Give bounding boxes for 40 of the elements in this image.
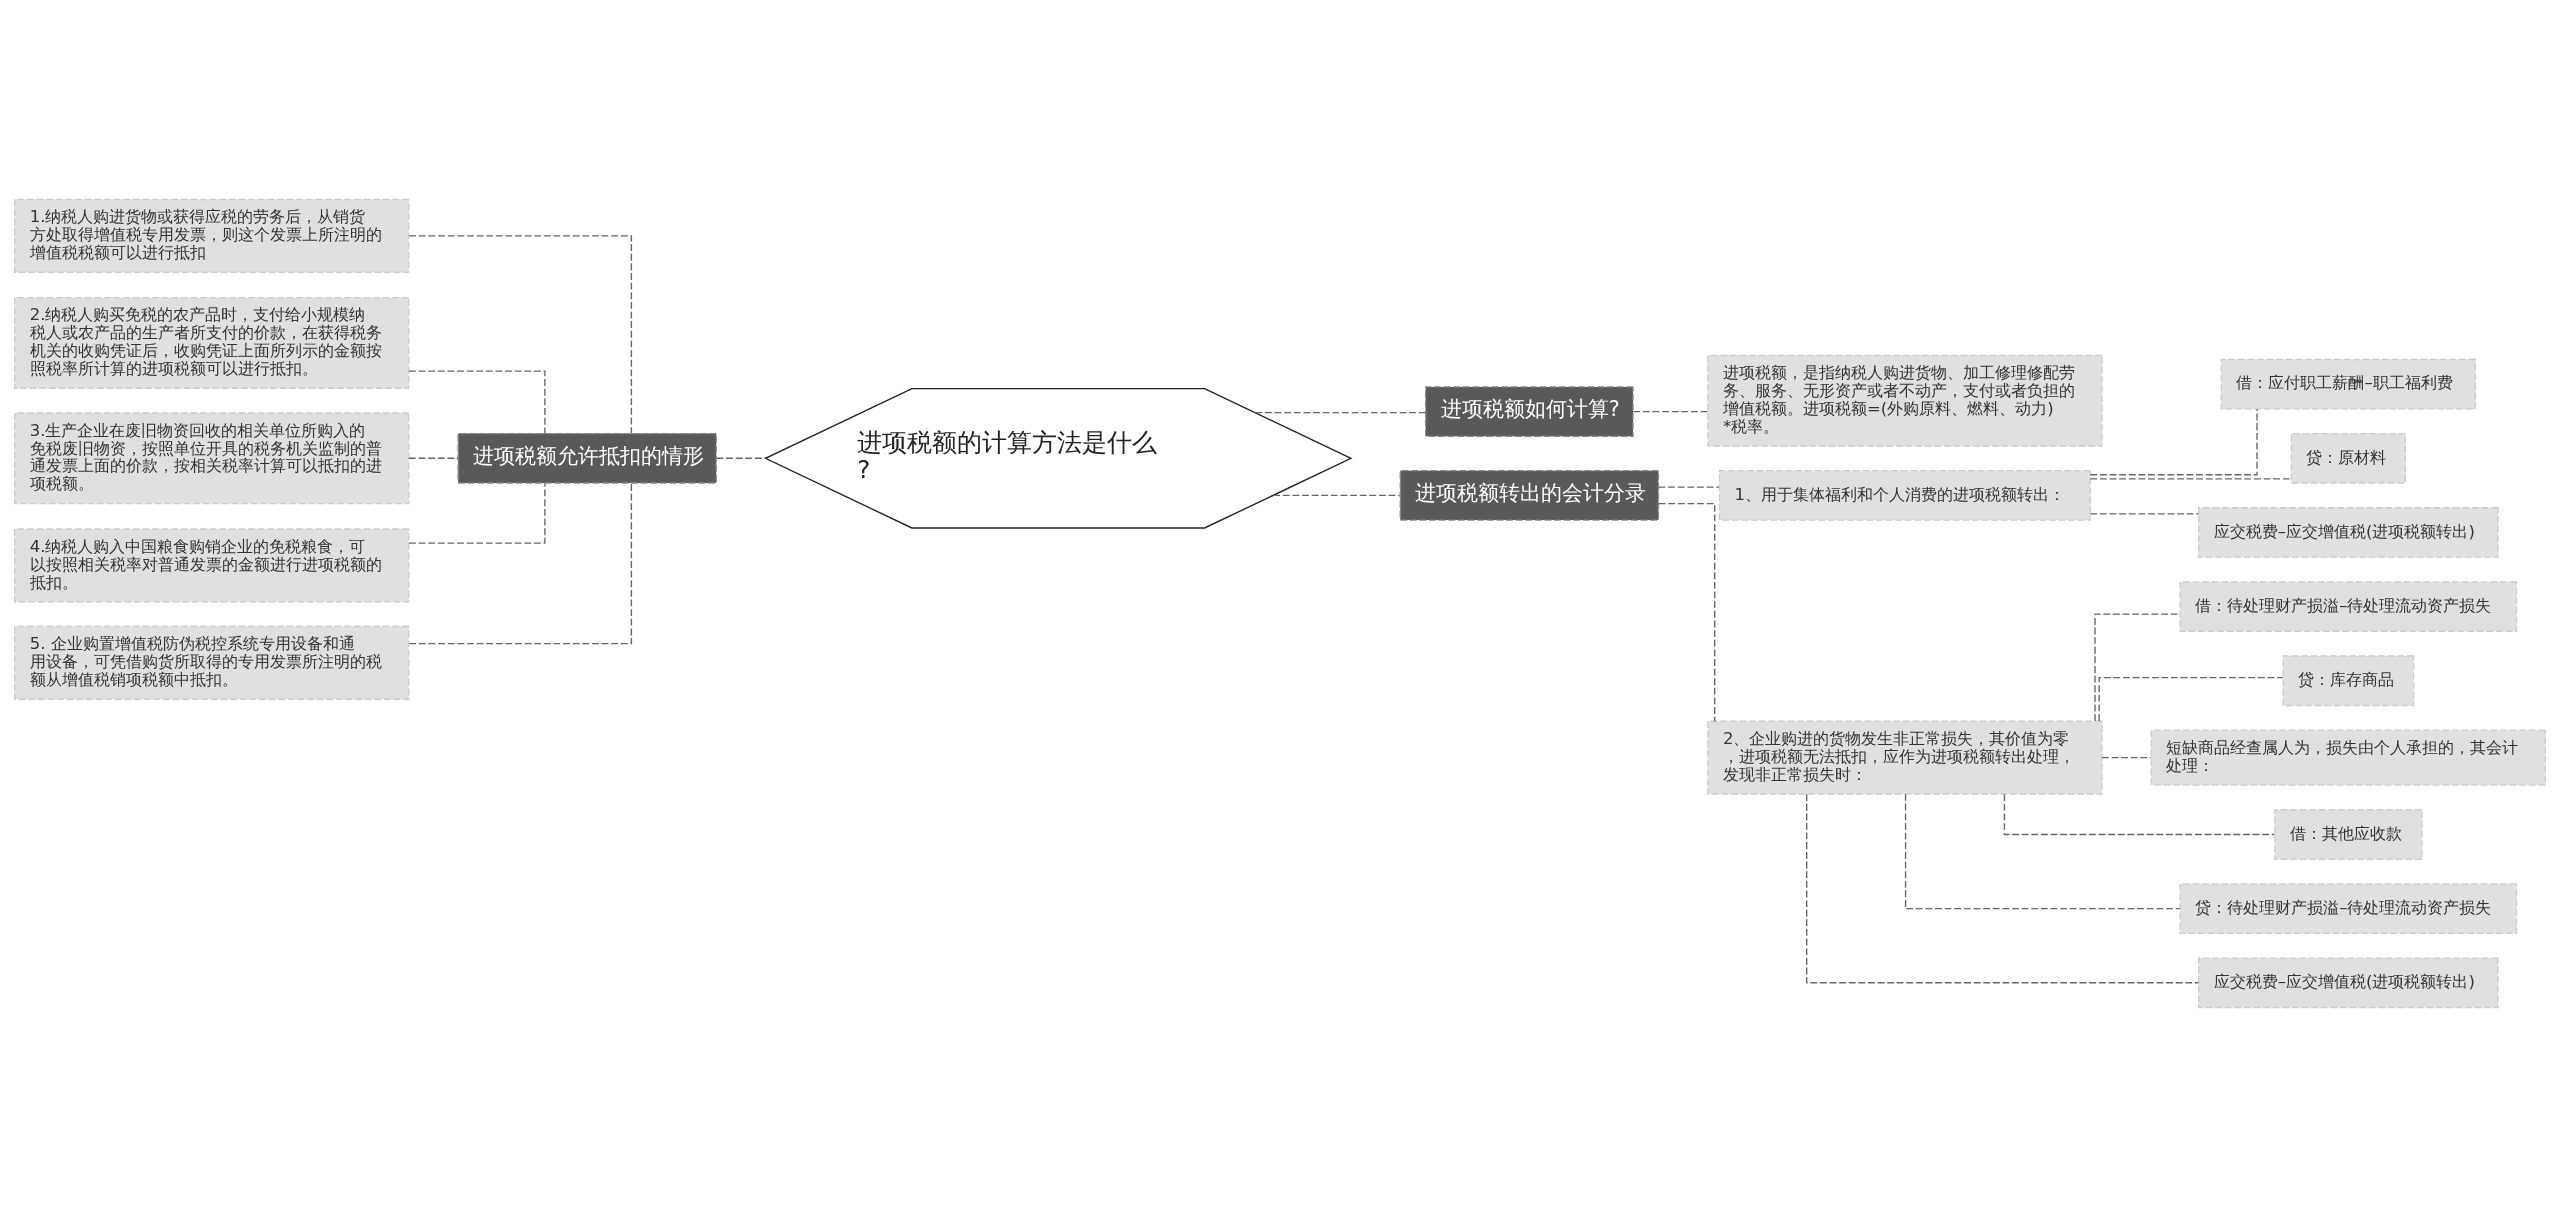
connector bbox=[1632, 410, 1709, 413]
node-box: 贷：库存商品 bbox=[2282, 655, 2415, 707]
node-box: 进项税额如何计算? bbox=[1425, 386, 1634, 438]
connector bbox=[408, 370, 546, 435]
connector bbox=[408, 482, 546, 544]
connector bbox=[1657, 502, 1716, 722]
connector bbox=[1657, 486, 1720, 488]
node-box: 借：其他应收款 bbox=[2274, 809, 2423, 860]
connector bbox=[2089, 478, 2292, 480]
connector bbox=[1254, 411, 1427, 414]
connector bbox=[1806, 793, 2200, 984]
node-box: 1、用于集体福利和个人消费的进项税额转出： bbox=[1718, 469, 2091, 521]
node-box: 2、企业购进的货物发生非正常损失，其价值为零，进项税额无法抵扣，应作为进项税额转出处理，发现非正常损失时： bbox=[1707, 720, 2103, 795]
connector bbox=[1904, 793, 2181, 910]
node-box: 2.纳税人购买免税的农产品时，支付给小规模纳税人或农产品的生产者所支付的价款，在获得税务机关的收购凭证后，收购凭证上面所列示的金额按照税率所计算的进项税额可以进行抵扣。 bbox=[13, 296, 410, 389]
node-box: 进项税额转出的会计分录 bbox=[1399, 469, 1660, 521]
connector bbox=[2098, 676, 2284, 722]
node-box: 应交税费–应交增值税(进项税额转出) bbox=[2198, 507, 2499, 558]
connector bbox=[2101, 756, 2152, 759]
node-box: 4.纳税人购入中国粮食购销企业的免税粮食，可以按照相关税率对普通发票的金额进行进项税额的抵扣。 bbox=[13, 528, 410, 603]
node-box: 进项税额，是指纳税人购进货物、加工修理修配劳务、服务、无形资产或者不动产，支付或者负担的增值税额。进项税额=(外购原料、燃料、动力)*税率。 bbox=[1707, 354, 2103, 447]
node-box: 借：待处理财产损溢–待处理流动资产损失 bbox=[2179, 581, 2518, 632]
connector bbox=[2003, 793, 2276, 836]
node-box: 贷：待处理财产损溢–待处理流动资产损失 bbox=[2179, 883, 2518, 935]
connector bbox=[715, 457, 767, 459]
connector bbox=[408, 457, 459, 459]
node-box: 进项税额允许抵扣的情形 bbox=[457, 432, 717, 484]
node-box: 应交税费–应交增值税(进项税额转出) bbox=[2198, 957, 2499, 1009]
node-box: 借：应付职工薪酬–职工福利费 bbox=[2220, 358, 2477, 410]
node-box: 贷：原材料 bbox=[2290, 432, 2406, 484]
node-box: 5. 企业购置增值税防伪税控系统专用设备和通用设备，可凭借购货所取得的专用发票所注明的税额从增值税销项税额中抵扣。 bbox=[13, 625, 410, 700]
node-box: 短缺商品经查属人为，损失由个人承担的，其会计处理： bbox=[2150, 729, 2547, 786]
connector bbox=[408, 482, 633, 645]
connector bbox=[2094, 613, 2181, 722]
connector bbox=[408, 235, 633, 434]
node-box: 3.生产企业在废旧物资回收的相关单位所购入的免税废旧物资，按照单位开具的税务机关监制的普通发票上面的价款，按相关税率计算可以抵扣的进项税额。 bbox=[13, 412, 410, 505]
connector bbox=[1272, 494, 1401, 497]
connector bbox=[2089, 513, 2200, 515]
connector bbox=[2089, 408, 2258, 476]
node-box: 1.纳税人购进货物或获得应税的劳务后，从销货方处取得增值税专用发票，则这个发票上所注明的增值税税额可以进行抵扣 bbox=[13, 198, 410, 273]
